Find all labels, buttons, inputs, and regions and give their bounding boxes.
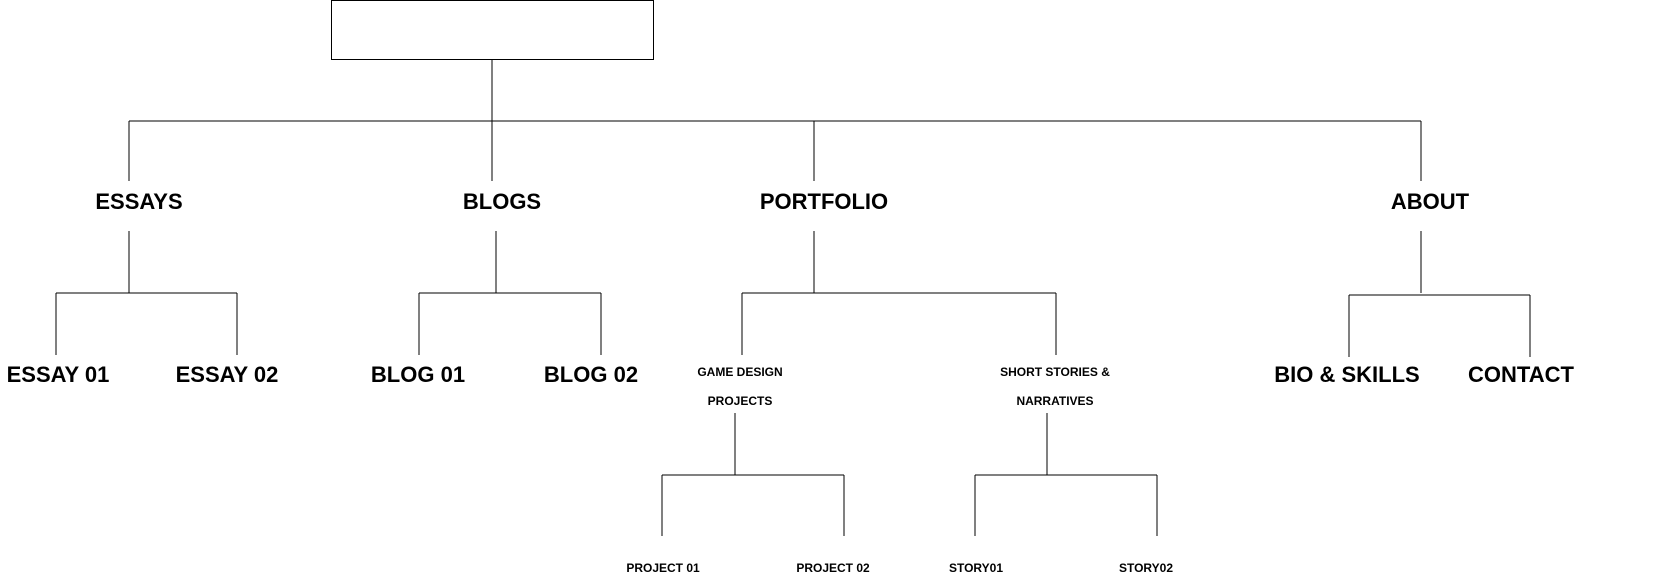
section-about: ABOUT (1390, 189, 1470, 214)
section-blogs: BLOGS (462, 189, 542, 214)
page-story02: STORY02 (1118, 561, 1174, 575)
page-short-stories-narratives-line2: NARRATIVES (1016, 394, 1094, 408)
section-portfolio: PORTFOLIO (759, 189, 889, 214)
page-short-stories-narratives: SHORT STORIES & NARRATIVES (980, 358, 1130, 416)
page-game-design-projects-line2: PROJECTS (707, 394, 773, 408)
page-project-02: PROJECT 02 (796, 561, 870, 575)
page-game-design-projects-line1: GAME DESIGN (697, 365, 783, 379)
root-node-box (331, 0, 654, 60)
page-essay-01: ESSAY 01 (6, 362, 110, 387)
page-short-stories-narratives-line1: SHORT STORIES & (1000, 365, 1110, 379)
page-project-01: PROJECT 01 (626, 561, 700, 575)
page-essay-02: ESSAY 02 (175, 362, 279, 387)
page-blog-01: BLOG 01 (370, 362, 466, 387)
page-story01: STORY01 (948, 561, 1004, 575)
page-game-design-projects: GAME DESIGN PROJECTS (680, 358, 800, 416)
page-blog-02: BLOG 02 (543, 362, 639, 387)
page-bio-skills: BIO & SKILLS (1274, 362, 1420, 387)
page-contact: CONTACT (1468, 362, 1574, 387)
section-essays: ESSAYS (95, 189, 183, 214)
